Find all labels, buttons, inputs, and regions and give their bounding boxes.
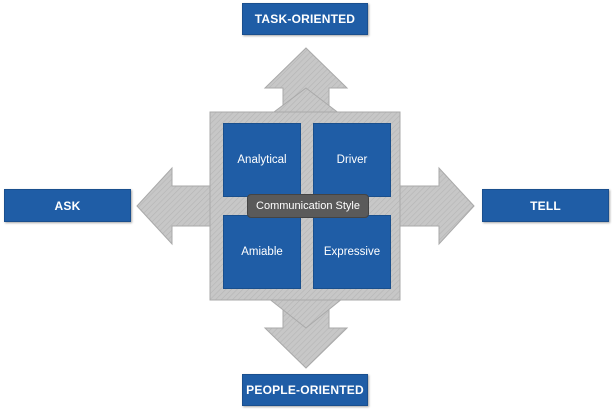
analytical-quadrant: Analytical — [223, 123, 301, 197]
people-oriented-label: PEOPLE-ORIENTED — [242, 374, 368, 406]
task-oriented-label: TASK-ORIENTED — [242, 3, 368, 35]
amiable-quadrant: Amiable — [223, 215, 301, 289]
tell-label: TELL — [482, 189, 609, 222]
driver-quadrant: Driver — [313, 123, 391, 197]
ask-label: ASK — [4, 189, 131, 222]
communication-style-label: Communication Style — [247, 194, 369, 218]
expressive-quadrant: Expressive — [313, 215, 391, 289]
left-arrow — [136, 166, 211, 246]
right-arrow — [399, 166, 475, 246]
